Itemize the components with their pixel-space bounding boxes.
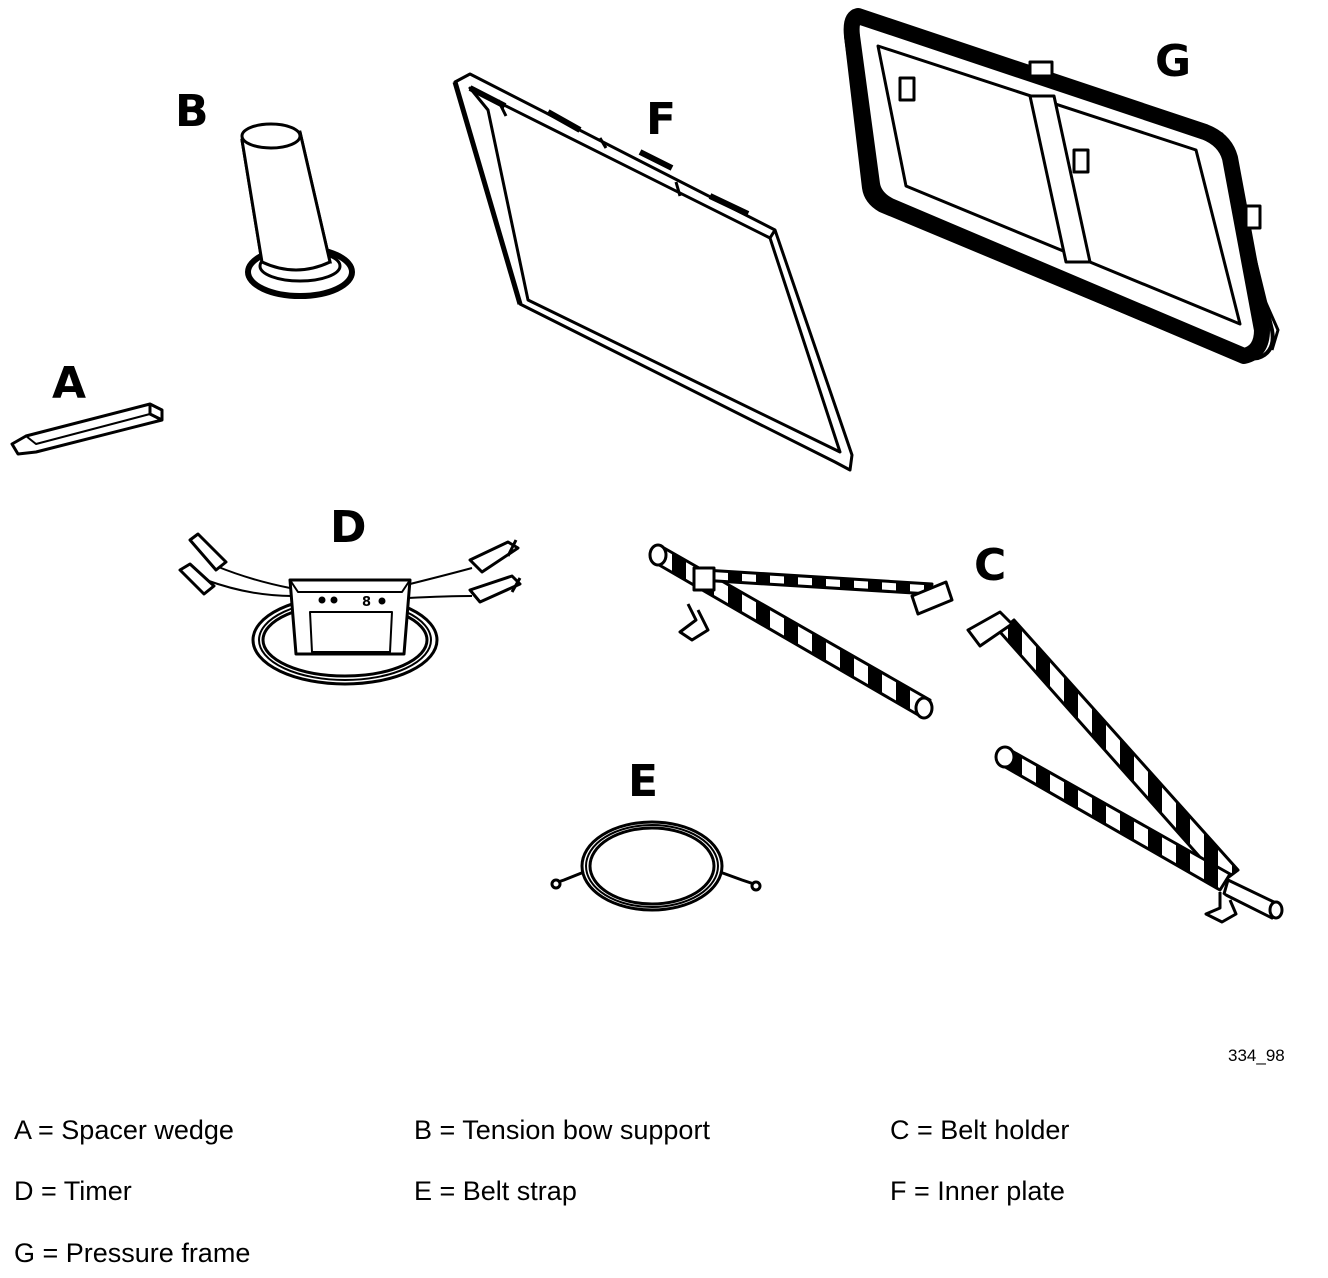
part-letter-e: E — [628, 756, 659, 807]
legend-item-f: F = Inner plate — [890, 1176, 1065, 1206]
belt-strap-drawing — [550, 820, 762, 912]
pressure-frame-drawing — [843, 8, 1280, 364]
figure-id: 334_98 — [1228, 1046, 1285, 1065]
tension-bow-support-drawing — [240, 122, 355, 299]
inner-plate-drawing — [452, 72, 854, 472]
legend-item-b: B = Tension bow support — [414, 1115, 710, 1145]
legend-item-c: C = Belt holder — [890, 1115, 1070, 1145]
part-letter-d: D — [330, 502, 367, 553]
svg-text:8: 8 — [362, 595, 371, 610]
legend-item-d: D = Timer — [14, 1176, 132, 1206]
part-letter-a: A — [52, 358, 87, 409]
legend-item-a: A = Spacer wedge — [14, 1115, 234, 1145]
belt-holder-left-drawing — [648, 543, 954, 720]
legend-item-e: E = Belt strap — [414, 1176, 577, 1206]
part-letter-g: G — [1155, 36, 1192, 87]
part-letter-f: F — [646, 94, 677, 145]
part-letter-b: B — [175, 86, 209, 137]
legend-item-g: G = Pressure frame — [14, 1238, 251, 1268]
spacer-wedge-drawing — [10, 402, 164, 456]
part-letter-c: C — [974, 540, 1007, 591]
belt-holder-right-drawing — [966, 610, 1284, 924]
timer-drawing: 8 — [178, 532, 522, 686]
